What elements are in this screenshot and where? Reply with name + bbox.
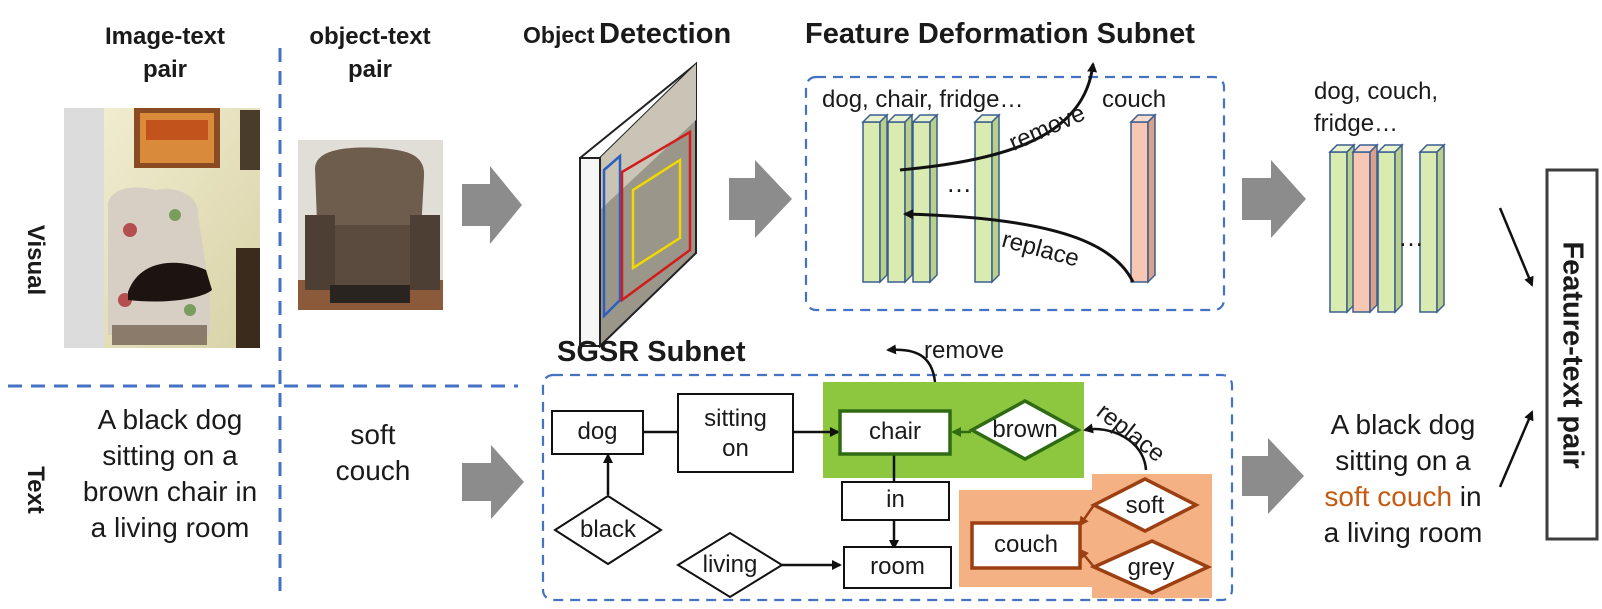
result-label-wrap: Feature-text pair	[1547, 170, 1597, 539]
input-photo	[64, 108, 260, 348]
node-grey	[1089, 539, 1213, 595]
feature-deformation-title: Feature Deformation Subnet	[805, 18, 1195, 50]
output-caption: A black dog sitting on a soft couch in a…	[1303, 407, 1503, 551]
node-black	[553, 494, 663, 566]
object-detection-big: Detection	[599, 18, 732, 50]
remove-curve	[899, 62, 1098, 172]
caption-line: sitting on a	[1335, 445, 1471, 476]
node-in	[841, 481, 950, 521]
node-label-line: sitting	[704, 405, 767, 432]
caption-tail: in	[1452, 481, 1482, 512]
node-label-sitting-on: sitting on	[678, 404, 793, 464]
caption-line: A black dog	[97, 404, 243, 435]
sgsr-box	[541, 373, 1234, 602]
arrow-to-result-top	[1498, 207, 1534, 287]
node-label-grey: grey	[1127, 554, 1175, 581]
node-room	[843, 546, 952, 589]
node-soft	[1090, 477, 1200, 533]
row-label-text-wrap: Text	[10, 455, 60, 525]
caption-line: soft	[350, 419, 396, 450]
node-label-line: on	[722, 435, 749, 462]
arrow-visual-1	[462, 166, 522, 244]
arrow-text-2	[1242, 438, 1304, 514]
feature-bar-couch	[1351, 143, 1379, 314]
feature-bar	[861, 113, 889, 284]
row-label-text: Text	[22, 466, 49, 514]
node-chair	[838, 409, 952, 456]
caption-line: couch	[335, 455, 411, 486]
feature-bar	[886, 113, 914, 284]
node-living	[676, 531, 784, 599]
caption-highlight: soft couch	[1324, 481, 1453, 512]
node-label-room: room	[870, 553, 925, 580]
node-label-dog: dog	[577, 418, 618, 445]
arrow-visual-3	[1242, 160, 1306, 238]
node-label-black: black	[579, 516, 637, 543]
caption-line: a living room	[1323, 517, 1483, 548]
node-label-chair: chair	[868, 418, 922, 445]
output-feature-bars	[1328, 143, 1446, 314]
node-brown	[968, 399, 1082, 461]
row-label-visual: Visual	[22, 224, 49, 296]
output-feature-labels: dog, couch, fridge…	[1314, 76, 1438, 140]
node-label-soft: soft	[1125, 492, 1165, 519]
sgsr-title: SGSR Subnet	[557, 336, 746, 368]
node-dog	[551, 410, 644, 455]
feature-bar	[1376, 143, 1404, 314]
object-detection-small: Object	[523, 22, 595, 48]
caption-line: soft couch in	[1303, 479, 1503, 515]
input-caption: A black dog sitting on a brown chair in …	[60, 402, 280, 546]
caption-line: A black dog	[1330, 409, 1476, 440]
feature-bars	[861, 113, 1157, 284]
feature-bar-couch	[1129, 113, 1157, 284]
column-header-object-text: object-text pair	[309, 23, 431, 83]
remove-label-sgsr: remove	[924, 337, 1005, 364]
node-couch	[970, 521, 1082, 570]
sgsr-node-shapes	[551, 393, 1213, 599]
output-feature-label-line: dog, couch,	[1314, 78, 1439, 105]
feature-bar	[911, 113, 939, 284]
caption-line: brown chair in	[82, 476, 258, 507]
feature-bar	[1328, 143, 1356, 314]
object-caption: soft couch	[318, 417, 428, 489]
node-label-in: in	[886, 486, 905, 513]
node-label-couch: couch	[993, 531, 1059, 558]
feature-label-couch: couch	[1102, 86, 1167, 113]
output-feature-label-line: fridge…	[1314, 110, 1399, 137]
feature-ellipsis: …	[946, 168, 972, 198]
output-feature-ellipsis: …	[1398, 222, 1424, 252]
caption-line: a living room	[90, 512, 250, 543]
gray-arrows	[462, 160, 1306, 519]
row-label-visual-wrap: Visual	[10, 205, 60, 315]
node-label-living: living	[702, 551, 758, 578]
feature-labels-left: dog, chair, fridge…	[822, 86, 1024, 113]
feature-bar	[973, 113, 1001, 284]
arrow-text-1	[462, 445, 524, 519]
feature-bar	[1418, 143, 1446, 314]
sgsr-edges	[603, 344, 1148, 570]
caption-line: sitting on a	[102, 440, 238, 471]
result-label: Feature-text pair	[1556, 240, 1589, 469]
column-header-image-text: Image-text pair	[104, 23, 226, 83]
detection-slab	[579, 61, 697, 349]
arrow-to-result-bottom	[1498, 410, 1534, 488]
arrow-visual-2	[729, 160, 792, 238]
result-box	[1545, 168, 1599, 541]
object-photo	[298, 140, 443, 310]
object-detection-title: Object Detection	[523, 18, 783, 51]
replace-curve	[903, 209, 1135, 283]
node-sitting-on	[677, 393, 794, 473]
feature-deformation-box	[804, 75, 1226, 312]
node-label-brown: brown	[992, 416, 1058, 443]
